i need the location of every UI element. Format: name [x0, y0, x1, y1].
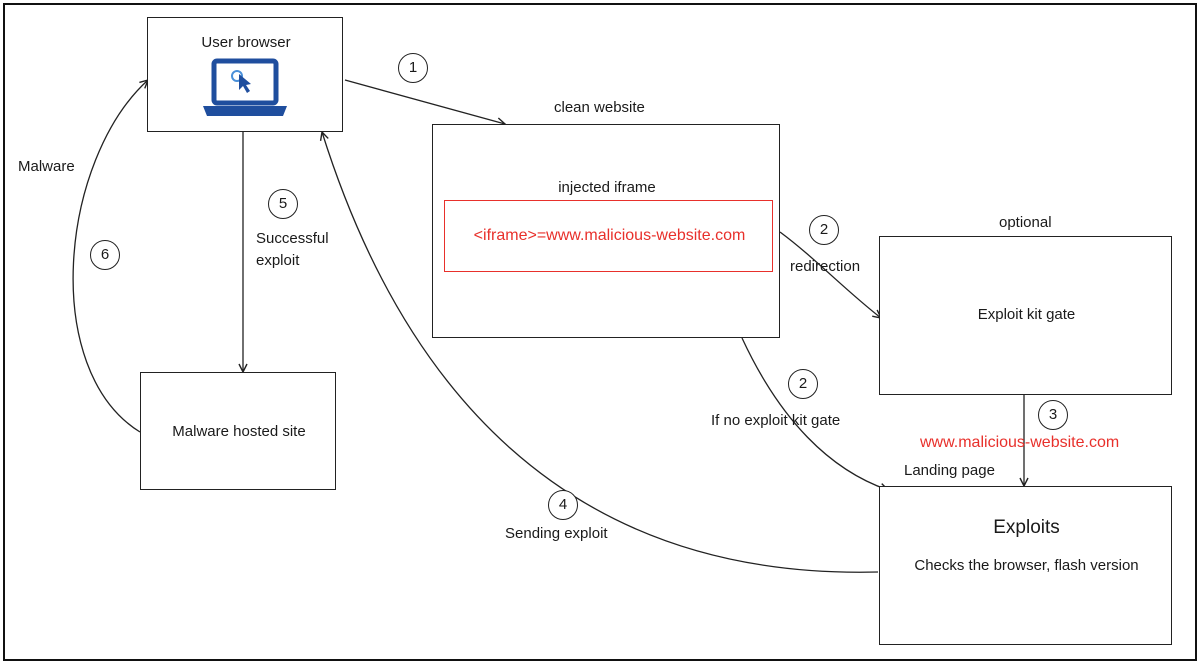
malware-hosted-site-label: Malware hosted site	[172, 423, 306, 440]
malicious-url-label: www.malicious-website.com	[920, 434, 1120, 451]
exploits-title: Exploits	[993, 517, 1060, 538]
edge-malware-site-to-browser	[72, 80, 148, 433]
exploits-box: Exploits Checks the browser, flash versi…	[879, 486, 1172, 645]
diagram-frame	[3, 3, 1197, 661]
exploits-description: Checks the browser, flash version	[914, 557, 1139, 574]
step-1-marker: 1	[398, 53, 428, 83]
edge-website-to-exploits	[741, 337, 888, 490]
malware-label: Malware	[18, 158, 75, 175]
step-5-marker: 5	[268, 189, 298, 219]
edge-exploits-to-browser	[322, 132, 879, 573]
iframe-code-text: <iframe>=www.malicious-website.com	[473, 227, 746, 244]
user-browser-label: User browser	[201, 34, 291, 51]
step-2-marker-no-gate: 2	[788, 369, 818, 399]
step-3-marker: 3	[1038, 400, 1068, 430]
edge-browser-to-clean-website	[344, 79, 505, 124]
user-browser-box: User browser	[147, 17, 343, 132]
malware-hosted-site-box: Malware hosted site	[140, 372, 336, 490]
step-2-marker-redirection: 2	[809, 215, 839, 245]
step-6-marker: 6	[90, 240, 120, 270]
clean-website-label: clean website	[554, 99, 645, 116]
successful-label: Successful	[256, 230, 329, 247]
exploit-label: exploit	[256, 252, 300, 269]
exploit-kit-gate-box: Exploit kit gate	[879, 236, 1172, 395]
landing-page-label: Landing page	[904, 462, 995, 479]
injected-iframe-label: injected iframe	[558, 179, 656, 196]
no-gate-label: If no exploit kit gate	[711, 412, 841, 429]
optional-label: optional	[999, 214, 1052, 231]
redirection-label: redirection	[790, 258, 861, 275]
injected-iframe-box: <iframe>=www.malicious-website.com	[444, 200, 773, 272]
exploit-kit-gate-label: Exploit kit gate	[977, 306, 1076, 323]
sending-exploit-label: Sending exploit	[505, 525, 608, 542]
edge-iframe-to-gate	[779, 231, 881, 318]
clean-website-box: injected iframe	[432, 124, 780, 338]
laptop-cursor-icon	[199, 58, 291, 125]
step-4-marker: 4	[548, 490, 578, 520]
